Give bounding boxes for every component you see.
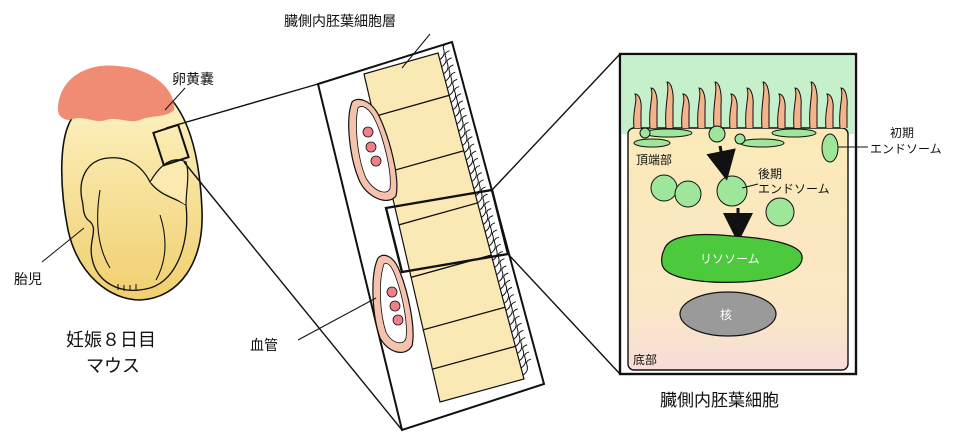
endoderm-layer-label: 臓側内胚葉細胞層 (284, 14, 396, 30)
late-endosome (675, 181, 701, 207)
late-endosome (766, 198, 794, 226)
ectoplacental-cap (58, 65, 174, 121)
blood-cell (393, 315, 403, 325)
early-endosome (772, 129, 816, 137)
late-endosome-label-2: エンドソーム (758, 182, 830, 196)
blood-cell (387, 287, 397, 297)
early-endosome (740, 139, 784, 147)
cell-detail-panel (620, 54, 856, 374)
blood-cell (390, 301, 400, 311)
basal-label: 底部 (633, 352, 657, 367)
blood-cell (363, 127, 373, 137)
yolk-sac-label: 卵黄嚢 (172, 71, 214, 88)
early-endosome (735, 134, 745, 144)
early-endosome (644, 129, 692, 137)
mouse-stage-label: 妊娠８日目 (66, 330, 156, 351)
late-endosome (717, 176, 747, 206)
early-endosome (822, 134, 838, 162)
embryo-label: 胎児 (14, 272, 42, 288)
apical-label: 頂端部 (636, 152, 672, 167)
early-endosome (634, 139, 670, 147)
nucleus-label: 核 (720, 308, 732, 322)
early-endosome (709, 126, 725, 142)
blood-cell (366, 142, 376, 152)
early-endosome-label-1: 初期 (890, 126, 914, 140)
late-endosome (651, 175, 677, 201)
lysosome-label: リソソーム (700, 252, 760, 266)
mouse-species-label: マウス (86, 356, 140, 377)
mouse-embryo-illustration (42, 65, 202, 300)
late-endosome-label-1: 後期 (758, 167, 782, 181)
cell-caption: 臓側内胚葉細胞 (660, 391, 779, 411)
blood-vessel-label: 血管 (250, 338, 278, 354)
blood-cell (371, 156, 381, 166)
tissue-column (318, 42, 544, 430)
early-endosome (640, 128, 650, 138)
early-endosome-label-2: エンドソーム (870, 142, 942, 156)
